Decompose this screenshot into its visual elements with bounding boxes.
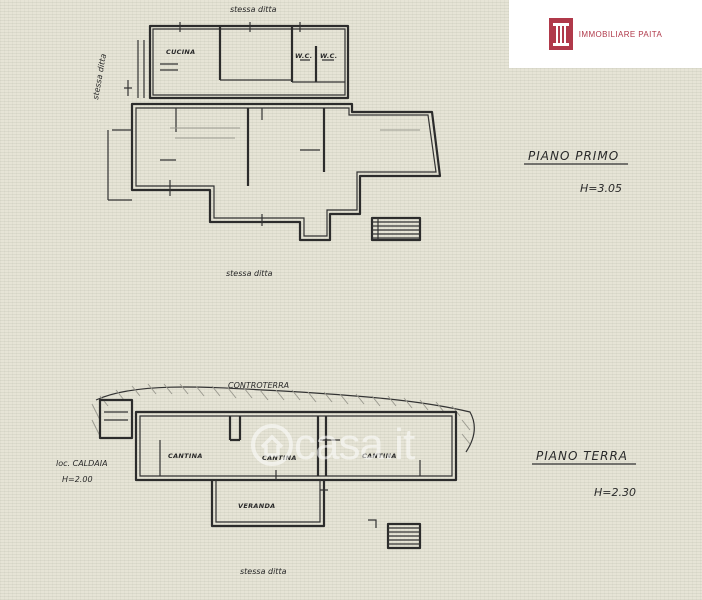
room-label-veranda: VERANDA <box>238 502 275 510</box>
lower-plan: CONTROTERRA loc. CALDAIA H=2.00 CANTINA … <box>56 381 636 576</box>
room-label-cellar-3: CANTINA <box>362 452 397 460</box>
boiler-room-height: H=2.00 <box>62 475 93 484</box>
upper-left-neighbor-label: stessa ditta <box>91 53 108 100</box>
lower-stairs <box>368 519 422 550</box>
room-label-wc-1: W.C. <box>295 52 313 60</box>
upper-top-neighbor-label: stessa ditta <box>230 5 277 14</box>
lower-floor-height: H=2.30 <box>594 486 636 499</box>
lower-top-label: CONTROTERRA <box>228 381 289 390</box>
upper-top-block-walls <box>148 24 350 100</box>
agency-logo[interactable]: IMMOBILIARE PAITA <box>509 0 702 68</box>
lower-bottom-neighbor-label: stessa ditta <box>240 567 287 576</box>
veranda-walls <box>210 480 326 528</box>
casa-it-house-icon <box>251 424 293 466</box>
boiler-room-label: loc. CALDAIA <box>56 459 108 468</box>
upper-floor-height: H=3.05 <box>580 182 622 195</box>
agency-name: IMMOBILIARE PAITA <box>578 29 663 39</box>
room-label-wc-2: W.C. <box>320 52 338 60</box>
boiler-room-walls <box>98 398 134 440</box>
room-label-cellar-1: CANTINA <box>168 452 203 460</box>
lower-floor-title: PIANO TERRA <box>536 449 628 463</box>
room-label-cellar-2: CANTINA <box>262 454 297 462</box>
room-label-kitchen: CUCINA <box>166 48 196 56</box>
upper-plan: stessa ditta stessa ditta stessa ditta C… <box>91 5 628 278</box>
casa-it-watermark: casa.it <box>250 420 415 470</box>
upper-bottom-neighbor-label: stessa ditta <box>226 269 273 278</box>
lower-main-block-walls <box>134 410 458 482</box>
upper-main-block-walls <box>130 102 442 242</box>
column-icon <box>548 18 573 50</box>
watermark-text: casa.it <box>294 420 415 469</box>
upper-floor-title: PIANO PRIMO <box>528 149 619 163</box>
upper-stairs <box>370 216 422 242</box>
